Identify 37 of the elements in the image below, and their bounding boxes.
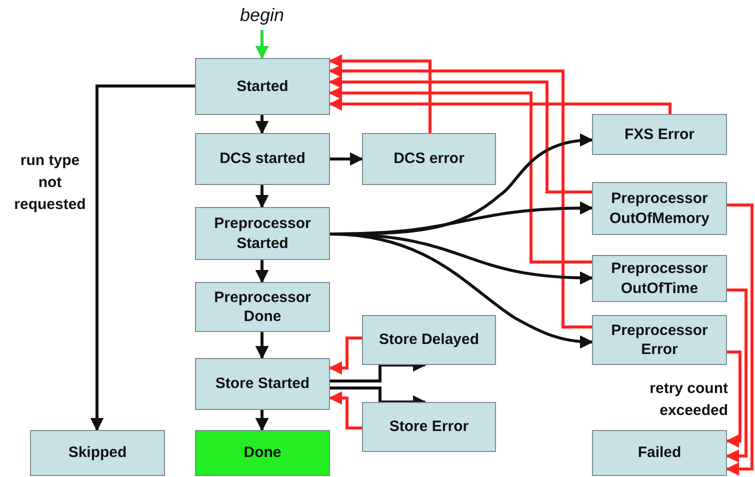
arrow xyxy=(255,332,269,360)
state-box: Failed xyxy=(592,430,727,476)
arrow xyxy=(328,336,362,375)
state-box: Started xyxy=(195,58,330,115)
arrow xyxy=(328,64,592,328)
state-box: Preprocessor OutOfTime xyxy=(592,255,727,302)
arrow xyxy=(328,54,432,133)
state-box: Store Delayed xyxy=(362,315,496,365)
arrow xyxy=(255,260,269,284)
state-box: Preprocessor Error xyxy=(592,315,727,365)
final-state-box: Done xyxy=(195,430,330,476)
arrow xyxy=(328,97,672,114)
note-text: retry count exceeded xyxy=(648,379,728,421)
state-box: Store Started xyxy=(195,358,330,410)
arrow xyxy=(726,350,742,448)
arrow xyxy=(255,185,269,208)
state-box: Preprocessor OutOfMemory xyxy=(592,182,727,235)
arrow xyxy=(255,115,269,134)
start-label: begin xyxy=(232,2,292,30)
arrow xyxy=(726,204,754,476)
state-box: DCS error xyxy=(362,133,496,185)
arrow xyxy=(328,391,362,430)
state-box: Skipped xyxy=(30,430,165,476)
edge-label: run type not requested xyxy=(13,151,87,214)
state-box: Store Error xyxy=(362,402,496,452)
state-box: DCS started xyxy=(195,133,330,185)
state-box: FXS Error xyxy=(592,114,727,155)
arrow xyxy=(726,288,748,463)
arrow xyxy=(328,86,592,264)
state-box: Preprocessor Started xyxy=(195,207,330,260)
arrow xyxy=(328,75,592,194)
state-box: Preprocessor Done xyxy=(195,282,330,332)
arrow xyxy=(255,410,269,432)
arrow xyxy=(330,152,364,166)
arrow xyxy=(90,84,195,432)
arrow xyxy=(330,232,594,348)
arrow xyxy=(255,30,269,60)
